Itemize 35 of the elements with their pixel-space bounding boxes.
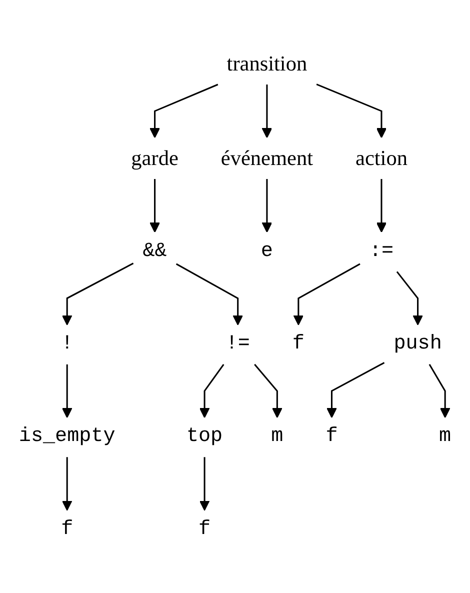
- arrow: [199, 457, 210, 511]
- node-text: push: [394, 333, 442, 356]
- arrow: [254, 364, 282, 418]
- node-text: e: [260, 240, 273, 263]
- node-text: m: [271, 426, 284, 448]
- node-text: :=: [369, 240, 394, 263]
- arrow: [326, 362, 385, 418]
- node-text: top: [186, 426, 223, 448]
- arrow: [199, 364, 224, 418]
- node-text: !: [61, 333, 74, 356]
- arrow: [376, 179, 387, 233]
- node-text: transition: [226, 51, 308, 76]
- arrow: [428, 364, 450, 418]
- node-text: &&: [142, 240, 167, 263]
- arrow: [150, 179, 160, 233]
- node-text: garde: [131, 146, 178, 170]
- arrow: [176, 263, 244, 326]
- arrow: [316, 84, 387, 138]
- node-text: action: [356, 146, 408, 170]
- node-text: m: [439, 426, 452, 448]
- arrow: [262, 179, 272, 233]
- arrow: [293, 263, 360, 326]
- node-text: f: [198, 518, 211, 541]
- node-text: f: [326, 426, 338, 448]
- arrow: [396, 271, 423, 326]
- arrow: [62, 364, 72, 418]
- node-text: is_empty: [18, 426, 116, 448]
- arrow: [150, 84, 218, 138]
- arrow: [262, 84, 272, 138]
- node-text: f: [61, 518, 74, 541]
- node-text: f: [292, 333, 304, 356]
- arrow: [62, 262, 134, 326]
- arrow: [62, 457, 72, 511]
- node-text: !=: [226, 333, 250, 356]
- node-text: événement: [220, 146, 313, 170]
